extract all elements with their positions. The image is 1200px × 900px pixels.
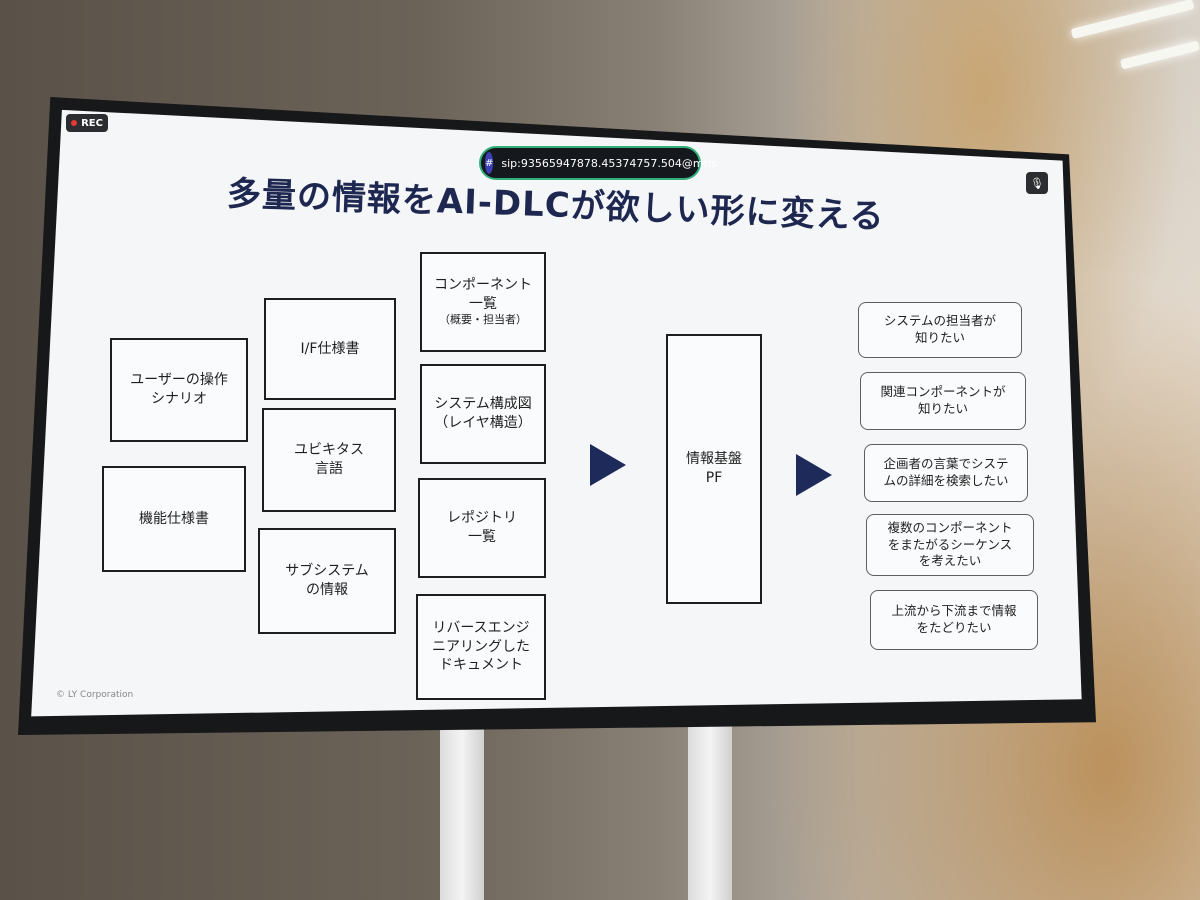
- flow-arrow-icon: [796, 454, 832, 496]
- input-box-if-spec: I/F仕様書: [264, 298, 396, 400]
- sip-address: sip:93565947878.45374757.504@mtls: [501, 156, 717, 170]
- component-list-subtitle: （概要・担当者）: [439, 313, 527, 327]
- input-box-ubiquitous-language: ユビキタス 言語: [262, 408, 396, 512]
- output-need-trace-upstream-downstream: 上流から下流まで情報 をたどりたい: [870, 590, 1038, 650]
- component-list-title: コンポーネント 一覧: [434, 276, 532, 312]
- rec-label: REC: [81, 117, 103, 129]
- input-box-component-list: コンポーネント 一覧 （概要・担当者）: [420, 252, 546, 352]
- output-need-cross-component-sequence: 複数のコンポーネント をまたがるシーケンス を考えたい: [866, 514, 1034, 576]
- sip-call-pill[interactable]: # sip:93565947878.45374757.504@mtls: [479, 146, 717, 180]
- input-box-repository-list: レポジトリ 一覧: [418, 478, 546, 578]
- recording-indicator: REC: [66, 114, 108, 132]
- monitor-stand-left: [440, 720, 484, 900]
- flow-arrow-icon: [590, 444, 626, 486]
- meeting-room-icon: #: [485, 152, 494, 174]
- info-platform-box: 情報基盤 PF: [666, 334, 762, 604]
- input-box-reverse-engineering-docs: リバースエンジ ニアリングした ドキュメント: [416, 594, 546, 700]
- input-box-subsystem-info: サブシステム の情報: [258, 528, 396, 634]
- microphone-muted-icon[interactable]: 🎙: [1026, 172, 1048, 194]
- slide-copyright: © LY Corporation: [56, 690, 134, 700]
- output-need-owner: システムの担当者が 知りたい: [858, 302, 1022, 358]
- input-box-system-architecture: システム構成図 （レイヤ構造）: [420, 364, 546, 464]
- output-need-planner-search: 企画者の言葉でシステ ムの詳細を検索したい: [864, 444, 1028, 502]
- monitor-stand-right: [688, 720, 732, 900]
- input-box-functional-spec: 機能仕様書: [102, 466, 246, 572]
- presentation-screen: REC # sip:93565947878.45374757.504@mtls …: [31, 109, 1082, 717]
- output-need-related-components: 関連コンポーネントが 知りたい: [860, 372, 1026, 430]
- record-dot-icon: [71, 120, 78, 126]
- input-box-user-scenario: ユーザーの操作 シナリオ: [110, 338, 248, 442]
